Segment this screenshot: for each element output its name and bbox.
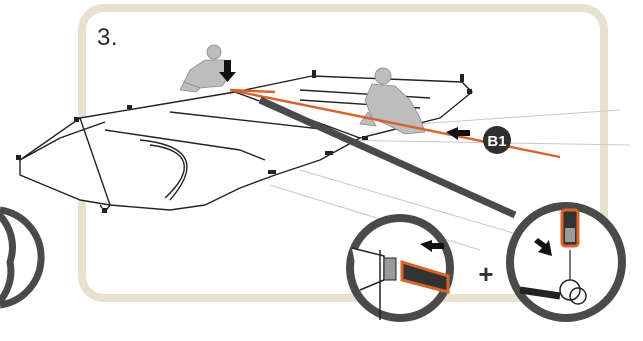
arrow-down-icon	[219, 60, 236, 82]
detail-magnifier-icon	[506, 202, 626, 322]
detail-magnifier-icon	[346, 214, 454, 322]
pole-label-badge: B1	[483, 126, 511, 154]
pole-label: B1	[487, 133, 506, 150]
plus-icon: +	[478, 259, 493, 289]
detail-leader	[258, 96, 517, 219]
person-kneeling-icon	[179, 44, 231, 93]
step-number: 3.	[97, 24, 119, 51]
arrow-left-icon	[446, 127, 470, 140]
stake-markers	[16, 70, 472, 213]
previous-detail-circle	[0, 206, 45, 309]
